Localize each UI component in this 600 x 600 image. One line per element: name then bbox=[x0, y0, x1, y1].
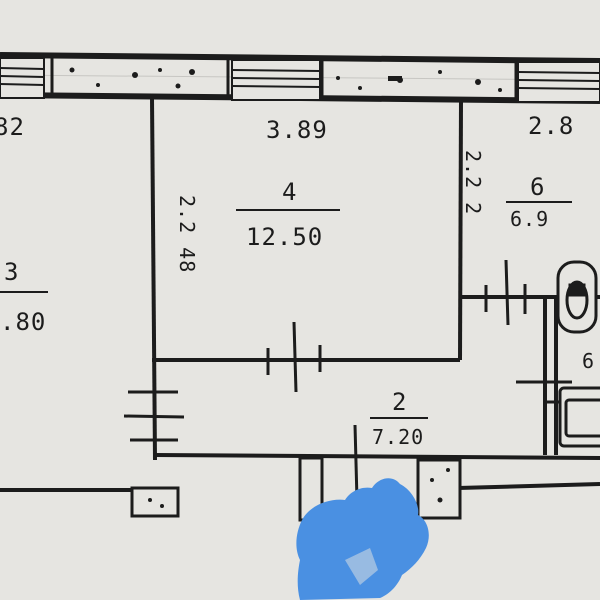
room-6-area: 6.9 bbox=[510, 207, 549, 231]
room-4-side-mark: 2.2 48 bbox=[175, 195, 199, 273]
room-4-area: 12.50 bbox=[246, 223, 323, 251]
room-6-number: 6 bbox=[530, 173, 545, 201]
door-marks bbox=[123, 259, 575, 442]
entrance-walls bbox=[130, 424, 462, 522]
room-6-side-mark: 2.2 2 bbox=[461, 150, 485, 215]
bathtub-icon bbox=[558, 386, 600, 448]
room-bath-number: 6 bbox=[582, 349, 595, 373]
toilet-icon bbox=[556, 260, 598, 334]
redaction-scribble bbox=[296, 478, 429, 600]
window-left bbox=[0, 57, 45, 99]
room-2-number: 2 bbox=[392, 388, 407, 416]
dimension-left-room: 82 bbox=[0, 113, 25, 141]
wall-segment-dividers bbox=[50, 58, 518, 102]
room-4-number: 4 bbox=[282, 178, 297, 206]
room-3-number: 3 bbox=[4, 258, 19, 286]
room-3-area: .80 bbox=[0, 308, 46, 336]
window-right bbox=[517, 61, 600, 103]
entrance-masonry-texture bbox=[148, 468, 450, 508]
room-2-area: 7.20 bbox=[372, 425, 424, 449]
dimension-middle-room: 3.89 bbox=[266, 116, 328, 144]
interior-walls bbox=[0, 97, 600, 492]
window-middle bbox=[231, 59, 321, 101]
dimension-right-room: 2.8 bbox=[528, 112, 574, 140]
masonry-texture bbox=[69, 67, 502, 92]
